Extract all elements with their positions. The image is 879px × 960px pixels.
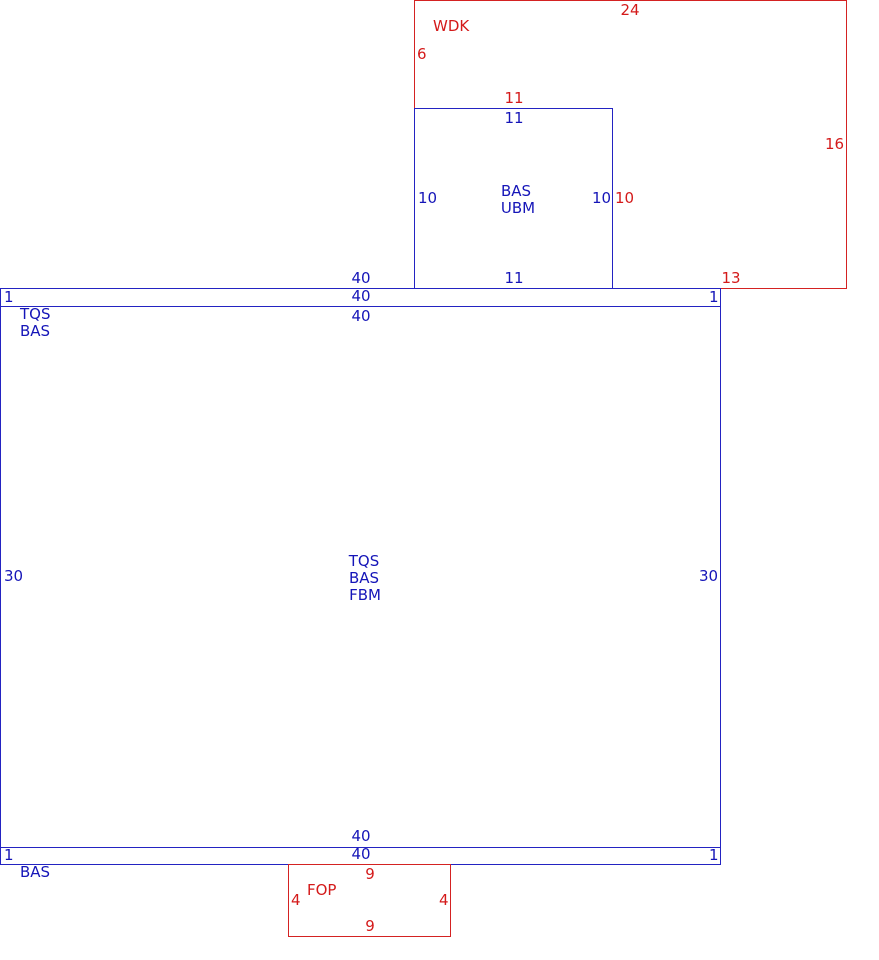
ubm-right-dimension: 10 — [592, 189, 612, 207]
wdk-right-dimension: 16 — [825, 135, 845, 153]
fop-top-dimension: 9 — [365, 865, 375, 883]
top-strip-left-dimension: 1 — [4, 288, 14, 306]
ubm-bottom-dimension: 11 — [504, 269, 524, 287]
top-strip-inner-dimension: 40 — [351, 287, 371, 305]
fop-bottom-dimension: 9 — [365, 917, 375, 935]
top-strip-name-line-1: TQS — [20, 305, 51, 323]
wdk-name-label: WDK — [433, 17, 470, 35]
main-top-dimension: 40 — [351, 307, 371, 325]
wdk-inner-right-dimension: 10 — [615, 189, 635, 207]
top-strip-name-line-2: BAS — [20, 322, 51, 340]
top-strip-outer-dimension: 40 — [351, 269, 371, 287]
bottom-strip-left-dimension: 1 — [4, 846, 14, 864]
wdk-outline-bottom — [612, 288, 847, 289]
main-name-line-2: BAS — [348, 569, 380, 587]
wdk-bottom-dimension: 13 — [721, 269, 741, 287]
main-name-line-3: FBM — [349, 586, 381, 604]
top-strip-right-dimension: 1 — [709, 288, 719, 306]
fop-name-label: FOP — [307, 881, 337, 899]
main-bottom-dimension: 40 — [351, 827, 371, 845]
wdk-inner-top-dimension: 11 — [504, 89, 524, 107]
fop-area — [288, 864, 451, 937]
ubm-name-line-1: BAS — [500, 182, 532, 200]
bottom-strip-name: BAS — [20, 863, 51, 881]
bottom-strip-dimension: 40 — [351, 845, 371, 863]
main-right-dimension: 30 — [699, 567, 719, 585]
fop-right-dimension: 4 — [439, 891, 449, 909]
main-name-line-1: TQS — [348, 552, 380, 570]
bottom-strip-right-dimension: 1 — [709, 846, 719, 864]
wdk-outline-top — [414, 0, 847, 1]
fop-left-dimension: 4 — [291, 891, 301, 909]
ubm-name-line-2: UBM — [500, 199, 536, 217]
ubm-left-dimension: 10 — [418, 189, 438, 207]
wdk-outline-right — [846, 0, 847, 289]
ubm-top-dimension: 11 — [504, 109, 524, 127]
main-left-dimension: 30 — [4, 567, 24, 585]
wdk-outline-left — [414, 0, 415, 108]
wdk-top-dimension: 24 — [620, 1, 640, 19]
wdk-left-dimension: 6 — [417, 45, 427, 63]
